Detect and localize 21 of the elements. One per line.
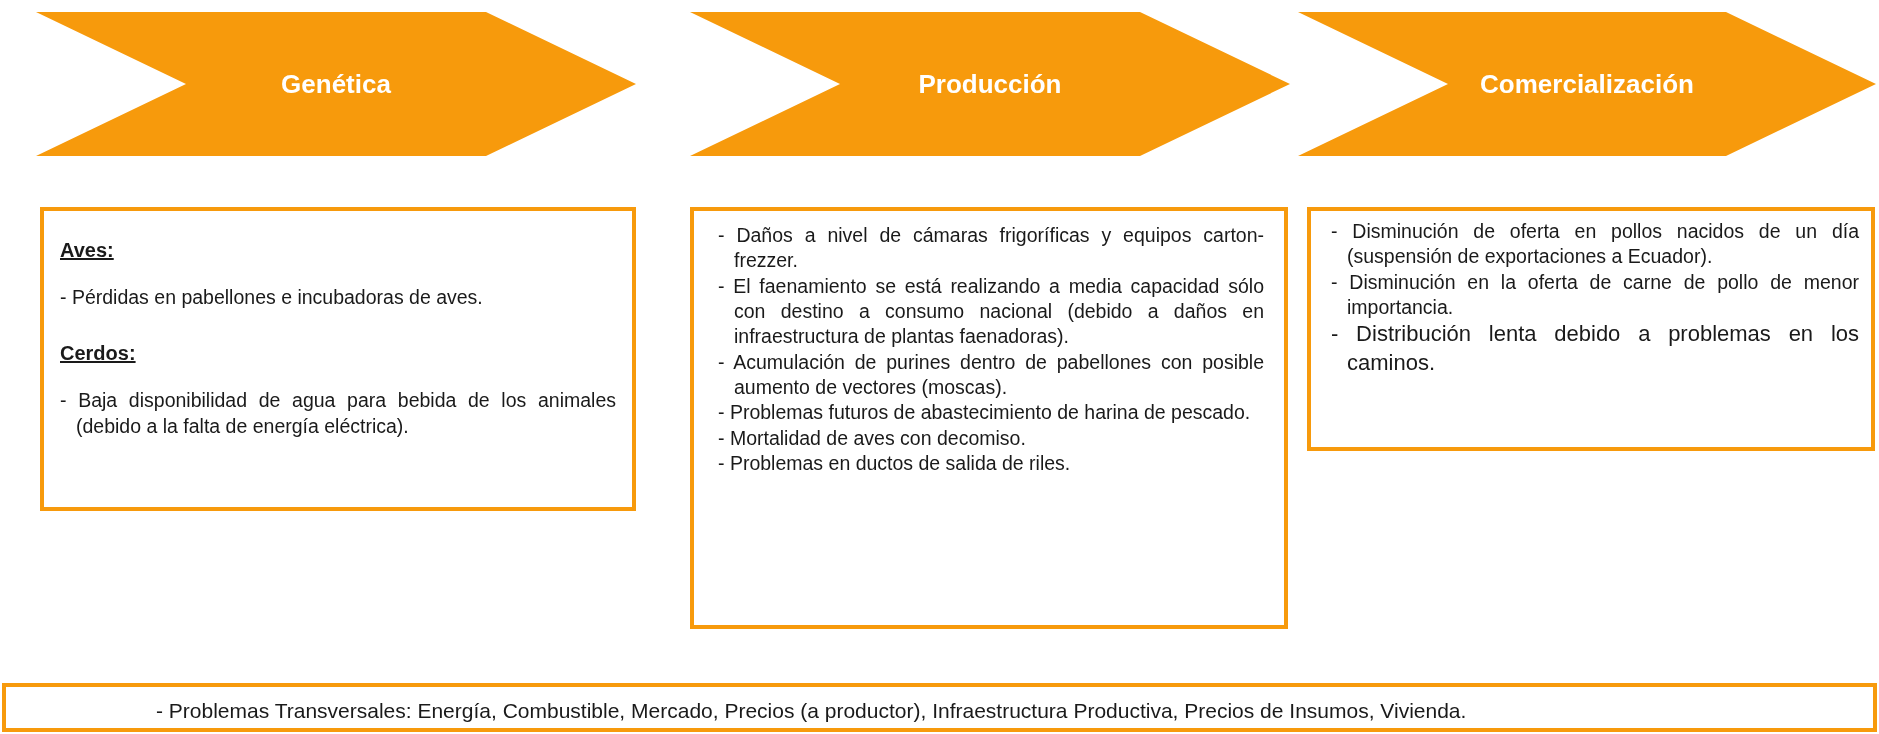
note-text: - Problemas Transversales: Energía, Combustible, Mercado, Precios (a productor), Infraestructura Productiva, Precios de Insumos, Vivienda. xyxy=(156,698,1468,724)
bullet-text: - Daños a nivel de cámaras frigoríficas y equipos carton-frezzer. xyxy=(718,223,1264,274)
bullet-text: - Baja disponibilidad de agua para bebida de los animales (debido a la falta de energía eléctrica). xyxy=(60,388,616,439)
bullet-text: - Problemas futuros de abastecimiento de harina de pescado. xyxy=(718,400,1252,426)
bullet-text: - Disminución en la oferta de carne de pollo de menor importancia. xyxy=(1331,269,1859,321)
text-panel xyxy=(2,683,1877,732)
bullet-text: - Pérdidas en pabellones e incubadoras de aves. xyxy=(60,285,484,310)
text-panel xyxy=(40,207,636,511)
section-heading: Cerdos: xyxy=(60,341,136,367)
text-panel xyxy=(1307,207,1875,451)
stage-title: Producción xyxy=(918,67,1062,101)
bullet-text: - Acumulación de purines dentro de pabellones con posible aumento de vectores (moscas). xyxy=(718,349,1264,401)
section-heading: Aves: xyxy=(60,238,114,263)
stage-title: Comercialización xyxy=(1480,67,1694,101)
bullet-text: - Disminución de oferta en pollos nacidos de un día (suspensión de exportaciones a Ecuador). xyxy=(1331,219,1859,270)
text-panel xyxy=(690,207,1288,629)
bullet-text: - Distribución lenta debido a problemas en los caminos. xyxy=(1331,320,1859,377)
stage-title: Genética xyxy=(281,67,391,101)
bullet-text: - Mortalidad de aves con decomiso. xyxy=(718,425,1027,451)
bullet-text: - Problemas en ductos de salida de riles. xyxy=(718,451,1072,477)
bullet-text: - El faenamiento se está realizando a media capacidad sólo con destino a consumo nacional (debido a daños en infraestructura de plantas faenadoras). xyxy=(718,273,1264,350)
